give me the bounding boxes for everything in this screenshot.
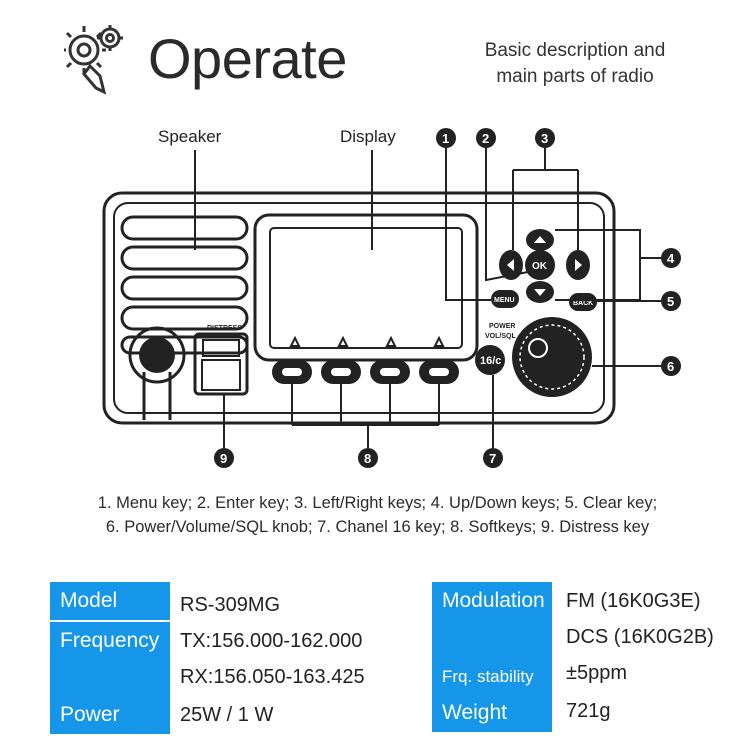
svg-text:5: 5	[667, 294, 674, 309]
spec-value-frq-stability: ±5ppm	[566, 661, 628, 684]
navigation-pad: OK	[499, 229, 590, 303]
spec-label-power: Power	[50, 696, 170, 734]
svg-text:8: 8	[364, 451, 371, 466]
radio-body	[102, 191, 616, 425]
power-volume-knob[interactable]	[512, 317, 592, 397]
page-title: Operate	[148, 27, 347, 90]
svg-text:2: 2	[482, 131, 489, 146]
menu-text: MENU	[494, 297, 515, 304]
callout-lines	[223, 148, 661, 448]
ok-key[interactable]	[525, 250, 555, 280]
ch16-text: 16/c	[480, 355, 501, 367]
radio-frame	[113, 202, 605, 414]
spec-value-weight: 721g	[566, 699, 611, 722]
spec-value-model: RS-309MG	[180, 593, 281, 616]
spec-label-modulation: Modulation	[432, 582, 552, 620]
display-bezel	[253, 213, 479, 362]
callout-markers: 1 2 3 4 5 6 7 8 9	[214, 128, 681, 468]
gear-wrench-icon	[64, 25, 123, 95]
softkeys	[272, 360, 459, 384]
softkey-markers	[289, 335, 445, 347]
display-screen	[269, 227, 463, 349]
vol-sql-text: VOL/SQL	[485, 333, 516, 340]
caption-line-1: 1. Menu key; 2. Enter key; 3. Left/Right…	[97, 494, 658, 512]
svg-text:6: 6	[667, 359, 674, 374]
subtitle-line-1: Basic description and	[484, 40, 666, 61]
svg-text:3: 3	[541, 131, 548, 146]
display-label: Display	[340, 127, 396, 146]
back-key[interactable]	[569, 293, 597, 311]
spec-value-modulation-fm: FM (16K0G3E)	[566, 589, 701, 612]
power-text: POWER	[489, 323, 515, 330]
spec-label-frq-stability: Frq. stability	[432, 658, 552, 696]
speaker-label: Speaker	[158, 127, 222, 146]
mic-jack-inner	[139, 337, 175, 373]
channel-16-key[interactable]	[475, 345, 505, 375]
spec-label-model: Model	[50, 582, 170, 620]
spec-label-blank-1	[50, 660, 170, 698]
radio-diagram: .ln { stroke:#222; stroke-width:2; fill:…	[102, 127, 681, 468]
page-subtitle: Basic description and main parts of radi…	[440, 38, 710, 90]
spec-label-blank-2	[432, 620, 552, 658]
svg-text:7: 7	[489, 451, 496, 466]
parts-caption: 1. Menu key; 2. Enter key; 3. Left/Right…	[20, 491, 735, 539]
spec-value-power: 25W / 1 W	[180, 703, 274, 726]
svg-text:1: 1	[442, 131, 449, 146]
svg-text:9: 9	[220, 451, 227, 466]
spec-value-frequency-rx: RX:156.050-163.425	[180, 665, 365, 688]
distress-text: DISTRESS	[207, 325, 242, 332]
spec-label-weight: Weight	[432, 694, 552, 732]
caption-line-2: 6. Power/Volume/SQL knob; 7. Chanel 16 k…	[105, 518, 650, 536]
mic-jack	[128, 326, 186, 384]
back-text: BACK	[573, 300, 593, 307]
spec-label-frequency: Frequency	[50, 622, 170, 660]
ok-text: OK	[532, 261, 548, 272]
spec-value-frequency-tx: TX:156.000-162.000	[180, 629, 363, 652]
spec-value-modulation-dcs: DCS (16K0G2B)	[566, 625, 714, 648]
mic-cable	[142, 372, 172, 420]
subtitle-line-2: main parts of radio	[496, 66, 654, 87]
menu-key[interactable]	[491, 290, 519, 308]
svg-text:4: 4	[667, 251, 675, 266]
distress-key[interactable]	[193, 332, 249, 396]
